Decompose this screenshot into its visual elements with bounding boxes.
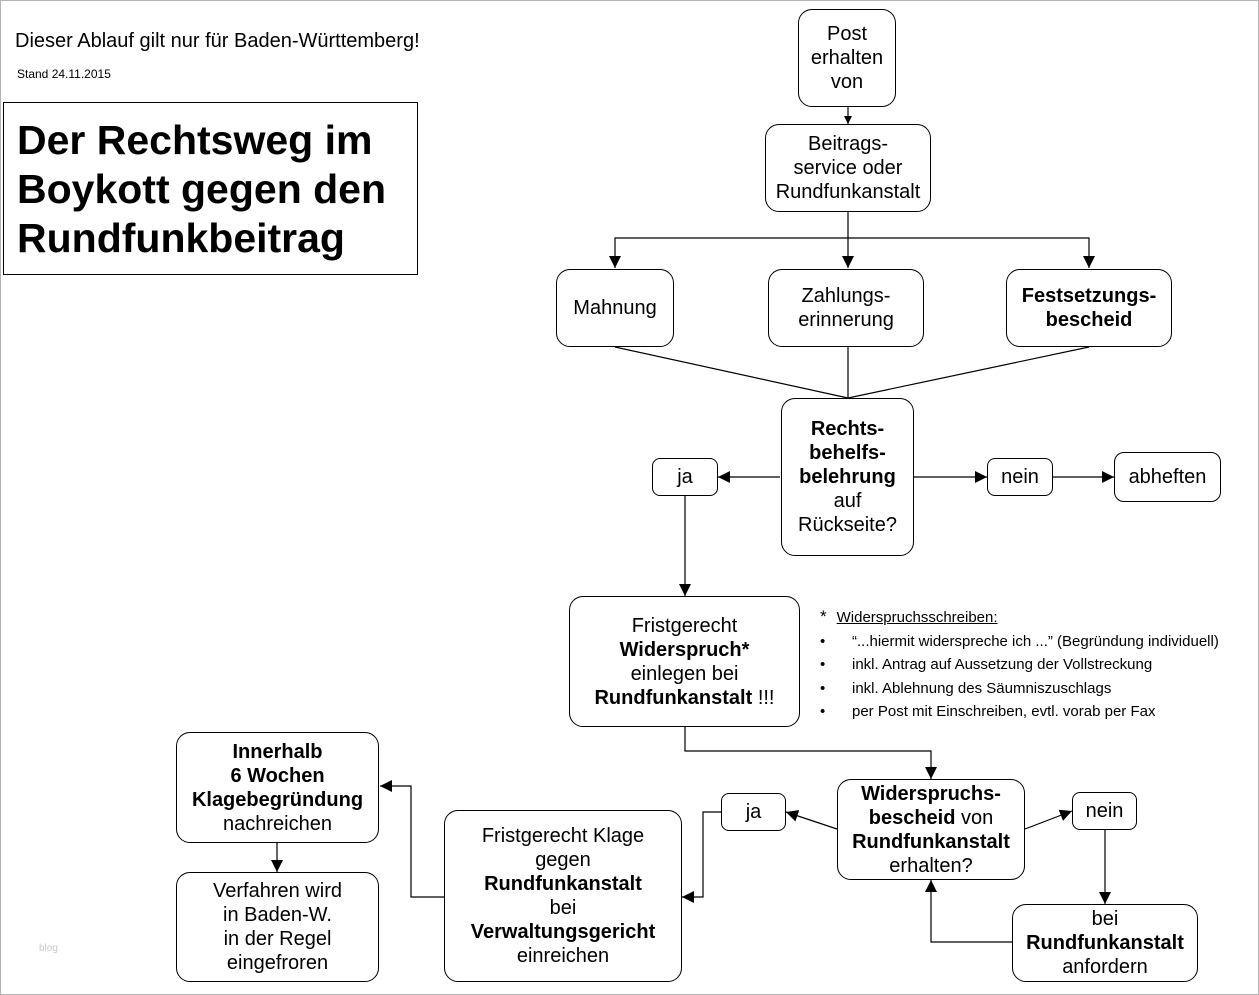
node-line: abheften bbox=[1128, 466, 1207, 488]
arrow-to-festsetzung bbox=[848, 237, 1095, 268]
note-item: inkl. Antrag auf Aussetzung der Vollstre… bbox=[820, 653, 1219, 677]
node-festsetzungsbescheid: Festsetzungs- bescheid bbox=[1006, 269, 1172, 347]
node-line: Innerhalb bbox=[232, 740, 323, 763]
node-line: Fristgerecht Klage bbox=[481, 825, 645, 847]
node-line: bescheid bbox=[1045, 309, 1133, 331]
node-line: Beitrags- bbox=[807, 133, 889, 155]
node-line: erhalten bbox=[810, 47, 884, 69]
node-line: bei bbox=[1091, 908, 1119, 930]
node-nein-2: nein bbox=[1072, 792, 1137, 830]
watermark: blog bbox=[39, 943, 58, 954]
node-line: Widerspruch* bbox=[619, 638, 750, 661]
node-line: anfordern bbox=[1062, 956, 1148, 978]
node-line: Verfahren wird bbox=[213, 880, 342, 902]
node-line: Rundfunkanstalt bbox=[852, 830, 1010, 853]
note-item: “...hiermit widerspreche ich ...” (Begrü… bbox=[820, 630, 1219, 654]
line-festsetzung-merge bbox=[847, 346, 1090, 399]
node-line: in der Regel bbox=[223, 928, 332, 950]
node-line: Mahnung bbox=[573, 297, 657, 319]
note-item: inkl. Ablehnung des Säumniszuschlags bbox=[820, 677, 1219, 701]
scope-note: Dieser Ablauf gilt nur für Baden-Württem… bbox=[15, 30, 420, 52]
arrow-to-mahnung bbox=[609, 237, 848, 268]
node-line: von bbox=[830, 71, 864, 93]
node-beitragsservice: Beitrags- service oder Rundfunkanstalt bbox=[765, 124, 931, 212]
node-rechtsbehelfsbelehrung: Rechts- behelfs- belehrung auf Rückseite… bbox=[781, 398, 914, 556]
node-line: gegen bbox=[535, 849, 591, 871]
node-nein-1: nein bbox=[987, 458, 1053, 496]
node-line: eingefroren bbox=[226, 952, 329, 974]
node-line: Fristgerecht bbox=[631, 614, 738, 637]
node-line: erinnerung bbox=[798, 309, 894, 331]
node-line: auf bbox=[833, 490, 862, 512]
node-widerspruchsbescheid: Widerspruchs- bescheid von Rundfunkansta… bbox=[837, 779, 1025, 880]
node-ja-2: ja bbox=[721, 793, 786, 831]
node-line: Rundfunkanstalt bbox=[484, 873, 642, 895]
note-heading: Widerspruchsschreiben: bbox=[836, 609, 998, 626]
node-ja-1: ja bbox=[652, 458, 718, 496]
node-line: bei bbox=[549, 897, 577, 919]
node-line: Zahlungs- bbox=[801, 285, 891, 307]
node-line: Festsetzungs- bbox=[1021, 285, 1157, 307]
node-line: nein bbox=[1085, 800, 1124, 822]
node-line: service oder bbox=[793, 157, 903, 179]
node-klagebegruendung: Innerhalb 6 Wochen Klagebegründung nachr… bbox=[176, 732, 379, 843]
node-line: bescheid von bbox=[869, 806, 994, 830]
node-line-bold: bescheid bbox=[868, 806, 956, 829]
node-abheften: abheften bbox=[1114, 452, 1221, 502]
node-klage-einreichen: Fristgerecht Klage gegen Rundfunkanstalt… bbox=[444, 810, 682, 982]
node-line-rest: !!! bbox=[752, 686, 775, 709]
title-box: Der Rechtsweg im Boykott gegen den Rundf… bbox=[3, 102, 418, 275]
title-line: Der Rechtsweg im bbox=[17, 117, 373, 163]
arrow-to-nein2 bbox=[1024, 809, 1073, 830]
node-line: Verwaltungsgericht bbox=[470, 921, 656, 943]
node-line: Rundfunkanstalt bbox=[775, 181, 921, 203]
node-line: Widerspruchs- bbox=[861, 782, 1001, 805]
node-line: Post bbox=[826, 23, 868, 45]
page-title: Der Rechtsweg im Boykott gegen den Rundf… bbox=[17, 116, 386, 263]
node-line: Rundfunkanstalt !!! bbox=[594, 686, 774, 710]
node-line: einlegen bei bbox=[630, 662, 739, 685]
node-anfordern: bei Rundfunkanstalt anfordern bbox=[1012, 904, 1198, 982]
node-line: Rechts- bbox=[810, 418, 885, 440]
title-line: Boykott gegen den bbox=[17, 166, 387, 212]
node-line: behelfs- bbox=[809, 442, 886, 464]
node-mahnung: Mahnung bbox=[556, 269, 674, 347]
arrow-anfordern-bescheid bbox=[925, 880, 1012, 943]
node-line: Rückseite? bbox=[798, 514, 897, 536]
line-mahnung-merge bbox=[614, 346, 849, 399]
note-item: per Post mit Einschreiben, evtl. vorab p… bbox=[820, 700, 1219, 724]
node-line: nachreichen bbox=[223, 812, 332, 835]
node-verfahren-eingefroren: Verfahren wird in Baden-W. in der Regel … bbox=[176, 872, 379, 982]
node-line: ja bbox=[677, 466, 693, 488]
title-line: Rundfunkbeitrag bbox=[17, 215, 345, 261]
node-line: nein bbox=[1001, 466, 1039, 488]
node-line: Klagebegründung bbox=[191, 788, 364, 811]
note-star: * bbox=[820, 607, 827, 626]
node-line: ja bbox=[745, 801, 762, 823]
node-zahlungserinnerung: Zahlungs- erinnerung bbox=[768, 269, 924, 347]
node-line: einreichen bbox=[516, 945, 610, 967]
node-line: erhalten? bbox=[889, 854, 973, 877]
node-line: belehrung bbox=[799, 466, 896, 488]
arrow-klage-innerhalb bbox=[380, 780, 444, 898]
widerspruch-note: * Widerspruchsschreiben: “...hiermit wide… bbox=[820, 605, 1219, 724]
node-post-erhalten: Post erhalten von bbox=[798, 9, 896, 107]
node-line: in Baden-W. bbox=[223, 904, 332, 926]
node-widerspruch-einlegen: Fristgerecht Widerspruch* einlegen bei R… bbox=[569, 596, 800, 727]
node-line: Rundfunkanstalt bbox=[1026, 932, 1184, 954]
arrow-widerspruch-bescheid bbox=[684, 727, 937, 779]
node-line-rest: von bbox=[955, 806, 994, 829]
arrow-to-ja2 bbox=[785, 810, 838, 830]
node-line: 6 Wochen bbox=[230, 764, 325, 787]
stand-date: Stand 24.11.2015 bbox=[17, 67, 111, 81]
node-line-bold: Rundfunkanstalt bbox=[594, 686, 753, 709]
arrow-ja2-klage bbox=[682, 811, 721, 903]
